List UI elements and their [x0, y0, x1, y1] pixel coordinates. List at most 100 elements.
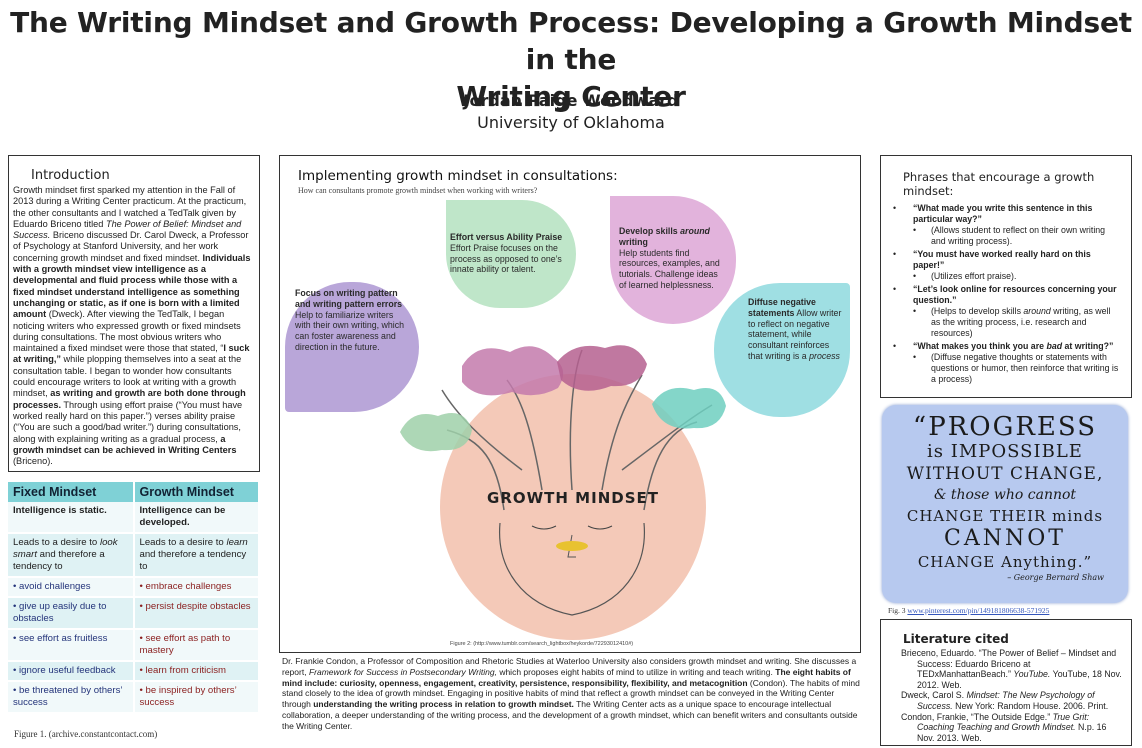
phrase-comment: (Allows student to reflect on their own … — [891, 225, 1121, 247]
caption-prefix: Fig. 3 — [888, 606, 908, 615]
fixed-cell: Intelligence is static. — [8, 502, 135, 534]
phrases-heading: Phrases that encourage a growth mindset: — [903, 170, 1095, 198]
body-bold-1: The eight habits of mind include: curios… — [282, 666, 851, 688]
author-name: Jordan Paige Woodward — [463, 91, 679, 110]
center-body-text: Dr. Frankie Condon, a Professor of Compo… — [282, 656, 860, 732]
body-text-3: (Condon). The habits of mind stand close… — [282, 677, 860, 710]
tree-branches — [441, 349, 713, 511]
fixed-mindset-header: Fixed Mindset — [8, 482, 135, 502]
title-line-2: Writing Center — [456, 80, 686, 113]
growth-cell: • be inspired by others’ success — [133, 681, 260, 714]
introduction-heading: Introduction — [31, 168, 110, 183]
body-text-2: which proposes eight habits of mind to u… — [496, 666, 776, 677]
intro-text-1: Growth mindset first sparked my attentio… — [13, 185, 247, 229]
affiliation: University of Oklahoma — [477, 113, 665, 132]
quote-line-4: & those who cannot — [933, 487, 1077, 503]
body-text-1: Dr. Frankie Condon, a Professor of Compo… — [282, 656, 857, 677]
drop-heading: Focus on writing pattern and writing pat… — [295, 288, 403, 309]
intro-bold-2: I suck at writing,” — [13, 343, 250, 365]
quote-line-2: is IMPOSSIBLE — [927, 441, 1083, 462]
intro-bold-4: a growth mindset can be achieved in Writ… — [13, 433, 237, 455]
lips-icon — [556, 541, 588, 551]
cell-italic: learn — [226, 537, 248, 548]
center-subtitle: How can consultants promote growth minds… — [298, 186, 538, 195]
growth-cell: Leads to a desire to learn and therefore… — [133, 533, 260, 578]
reference-item: Condon, Frankie, “The Outside Edge.” Tru… — [901, 712, 1125, 744]
comment-part: writing, as well as the writing process,… — [931, 306, 1111, 338]
body-text-4: The Writing Center acts as a unique spac… — [282, 699, 858, 731]
center-title: Implementing growth mindset in consultat… — [298, 168, 618, 184]
phrases-list: “What made you write this sentence in th… — [891, 203, 1121, 385]
growth-mindset-header: Growth Mindset — [133, 482, 260, 502]
poster-title: The Writing Mindset and Growth Process: … — [0, 4, 1142, 115]
quote-line-6: CANNOT — [944, 526, 1066, 551]
quote-line-7: CHANGE Anything.” — [917, 553, 1093, 571]
fixed-cell: • give up easily due to obstacles — [8, 597, 135, 630]
introduction-panel: Introduction Growth mindset first sparke… — [8, 155, 260, 472]
drop-heading-part: writing — [619, 236, 648, 247]
ref-text: YouTube, 18 Nov. 2012. Web. — [917, 669, 1122, 690]
table-row: • be threatened by others’ success • be … — [8, 681, 260, 714]
phrases-panel: Phrases that encourage a growth mindset:… — [880, 155, 1132, 398]
drop-heading-part: Develop skills — [619, 226, 681, 236]
question-part: at writing?” — [1062, 341, 1114, 351]
drop-heading-italic: around — [680, 226, 710, 236]
ref-text: Brieceno, Eduardo. “The Power of Belief … — [901, 648, 1117, 680]
fixed-cell: Leads to a desire to look smart and ther… — [8, 533, 135, 578]
fixed-cell: • ignore useful feedback — [8, 661, 135, 682]
drop-text: Help students find resources, examples, … — [619, 247, 720, 290]
figure-1-caption: Figure 1. (archive.constantcontact.com) — [14, 729, 158, 739]
face-outline — [499, 522, 645, 616]
growth-cell: Intelligence can be developed. — [133, 502, 260, 534]
quote-image: “PROGRESS is IMPOSSIBLE WITHOUT CHANGE, … — [882, 405, 1128, 603]
figure-3-link[interactable]: www.pinterest.com/pin/149181806638-57192… — [907, 606, 1050, 615]
growth-cell: • see effort as path to mastery — [133, 629, 260, 662]
drop-text-italic: process — [809, 350, 840, 361]
drop-text: Effort Praise focuses on the process as … — [450, 242, 562, 275]
comment-italic: around — [1023, 306, 1051, 316]
reference-item: Brieceno, Eduardo. “The Power of Belief … — [901, 648, 1125, 690]
table-row: Leads to a desire to look smart and ther… — [8, 533, 260, 578]
ref-italic: Mindset: The New Psychology of Success. — [917, 690, 1095, 711]
introduction-text: Growth mindset first sparked my attentio… — [13, 185, 256, 467]
literature-panel: Literature cited Brieceno, Eduardo. “The… — [880, 619, 1132, 746]
mindset-table: Fixed Mindset Growth Mindset Intelligenc… — [8, 482, 260, 714]
intro-bold-1: Individuals with a growth mindset view i… — [13, 252, 251, 320]
body-italic-1: Framework for Success in Postsecondary W… — [308, 666, 497, 677]
foliage-pink — [462, 346, 564, 396]
fixed-cell: • see effort as fruitless — [8, 629, 135, 662]
fixed-cell: • be threatened by others’ success — [8, 681, 135, 714]
foliage-magenta — [557, 345, 647, 391]
ref-text: N.p. 16 Nov. 2013. Web. — [917, 722, 1107, 743]
quote-line-5: CHANGE THEIR minds — [906, 507, 1104, 525]
ref-italic: True Grit: Coaching Teaching and Growth … — [917, 711, 1090, 733]
drop-heading: Effort versus Ability Praise — [450, 232, 563, 242]
drop-heading: Develop skills around writing — [619, 226, 726, 248]
table-row: Intelligence is static. Intelligence can… — [8, 502, 260, 534]
title-line-1: The Writing Mindset and Growth Process: … — [10, 6, 1132, 76]
phrase-question: “What made you write this sentence in th… — [891, 203, 1121, 225]
growth-cell: • embrace challenges — [133, 577, 260, 598]
figure-3-caption: Fig. 3 www.pinterest.com/pin/14918180663… — [888, 606, 1049, 615]
question-part: “What makes you think you are — [913, 341, 1047, 351]
table-row: • avoid challenges • embrace challenges — [8, 577, 260, 598]
cell-text: and therefore a tendency to — [13, 549, 105, 572]
ref-italic: YouTube. — [1013, 669, 1051, 680]
phrase-comment: (Helps to develop skills around writing,… — [891, 306, 1121, 339]
quote-line-3: WITHOUT CHANGE, — [906, 464, 1104, 484]
phrase-question: “What makes you think you are bad at wri… — [891, 341, 1121, 352]
fixed-cell: • avoid challenges — [8, 577, 135, 598]
intro-text-4: while plopping themselves into a seat at… — [13, 354, 242, 399]
intro-talk-title: The Power of Belief: Mindset and Success… — [13, 218, 242, 241]
drop-diffuse-negative: Diffuse negative statements Allow writer… — [714, 283, 850, 417]
question-italic: bad — [1046, 341, 1063, 351]
growth-mindset-image-text: GROWTH MINDSET — [487, 489, 659, 507]
ref-text: Dweck, Carol S. — [901, 690, 967, 701]
foliage-teal-right — [652, 387, 726, 429]
growth-mindset-illustration: GROWTH MINDSET — [400, 345, 726, 640]
intro-bold-3: as writing and growth are both done thro… — [13, 388, 246, 410]
phrase-comment: (Utilizes effort praise). — [891, 271, 1121, 282]
quote-attribution: – George Bernard Shaw — [1007, 573, 1104, 582]
